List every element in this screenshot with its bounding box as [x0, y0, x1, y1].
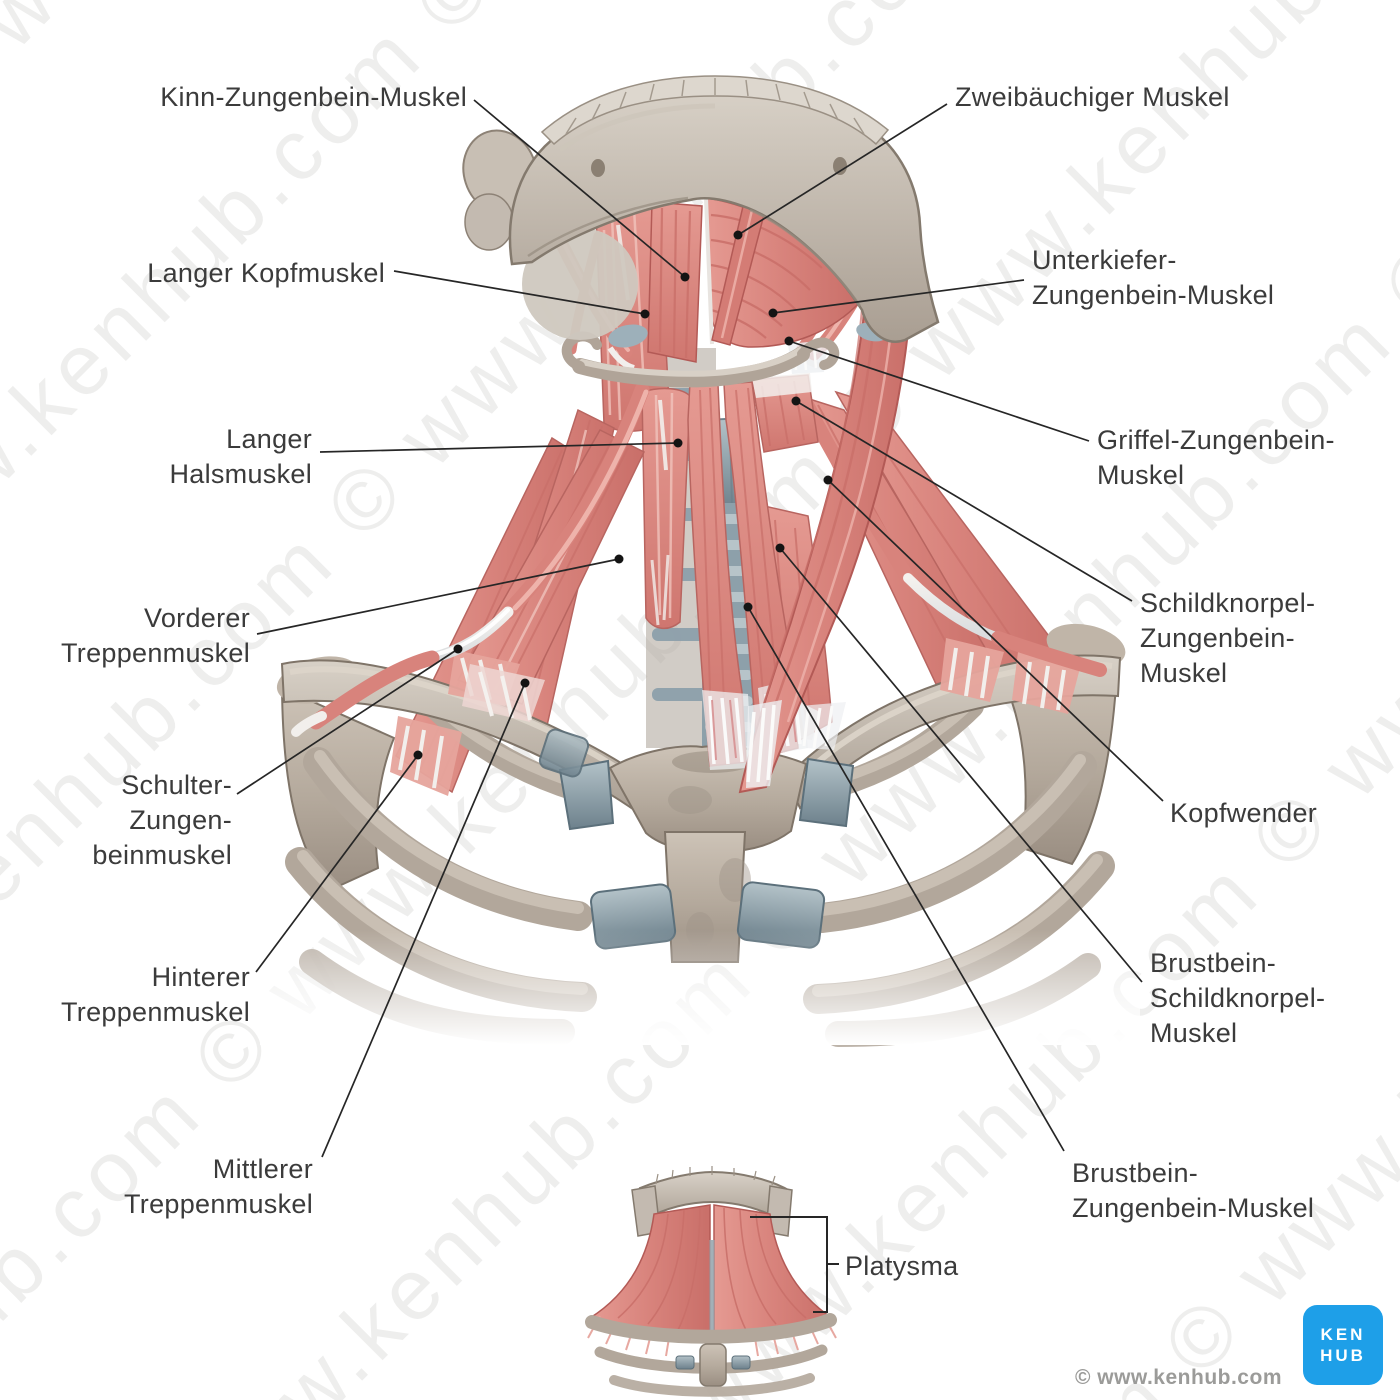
kenhub-logo[interactable]: KEN HUB [1303, 1305, 1383, 1385]
leader-langer-halsmuskel [319, 442, 679, 453]
scalene-insertions-left [390, 650, 545, 796]
platysma-bracket [750, 1216, 839, 1313]
label-kopfwender: Kopfwender [1170, 798, 1318, 828]
label-schulter-zungenbeinmuskel: Schulter- Zungen- beinmuskel [92, 770, 232, 870]
leader-mittlerer [321, 682, 526, 1158]
mandible [462, 75, 940, 348]
leader-lines [236, 99, 1164, 1313]
label-griffel-zungenbein-muskel: Griffel-Zungenbein- Muskel [1097, 425, 1335, 490]
leader-unterkiefer [772, 279, 1025, 314]
figure-fade [260, 930, 1140, 1045]
leader-kopfwender [827, 479, 1164, 802]
leader-brustbein-zungenbein [747, 606, 1065, 1152]
scalene-insertions-right [940, 638, 1080, 714]
label-platysma: Platysma [845, 1251, 959, 1281]
leader-kinn-zungenbein [473, 99, 686, 278]
label-langer-halsmuskel: Langer Halsmuskel [169, 424, 312, 489]
copyright-text: © www.kenhub.com [1074, 1366, 1282, 1389]
leader-schulter [236, 648, 459, 795]
label-zweibaeuchiger-muskel: Zweibäuchiger Muskel [955, 82, 1230, 112]
leader-griffel [788, 340, 1090, 442]
label-hinterer-treppenmuskel: Hinterer Treppenmuskel [61, 962, 250, 1027]
label-langer-kopfmuskel: Langer Kopfmuskel [147, 258, 385, 288]
leader-zweibaeuchiger [737, 103, 948, 236]
geniohyoid-digastric-anterior [647, 201, 767, 363]
leader-dots [413, 230, 833, 760]
label-brustbein-zungenbein-muskel: Brustbein- Zungenbein-Muskel [1072, 1158, 1315, 1223]
leader-hinterer [255, 754, 419, 973]
omohyoid-left [291, 382, 650, 737]
label-brustbein-schildknorpel-muskel: Brustbein- Schildknorpel- Muskel [1150, 948, 1326, 1048]
kenhub-logo-text-hub: HUB [1320, 1346, 1366, 1365]
leader-langer-kopfmuskel [393, 270, 646, 315]
label-vorderer-treppenmuskel: Vorderer Treppenmuskel [61, 603, 250, 668]
label-kinn-zungenbein-muskel: Kinn-Zungenbein-Muskel [160, 82, 467, 112]
kenhub-logo-text-ken: KEN [1320, 1325, 1366, 1344]
label-mittlerer-treppenmuskel: Mittlerer Treppenmuskel [124, 1154, 313, 1219]
label-schildknorpel-zungenbein-muskel: Schildknorpel- Zungenbein- Muskel [1140, 588, 1316, 688]
label-unterkiefer-zungenbein-muskel: Unterkiefer- Zungenbein-Muskel [1032, 245, 1275, 310]
leader-vorderer [256, 558, 620, 635]
leader-brustbein-schildknorpel [779, 547, 1143, 983]
platysma-inset-figure [585, 1166, 837, 1397]
leader-schildknorpel [795, 400, 1133, 602]
longus-colli-left [641, 387, 691, 630]
thyrohyoid-right [751, 373, 819, 453]
